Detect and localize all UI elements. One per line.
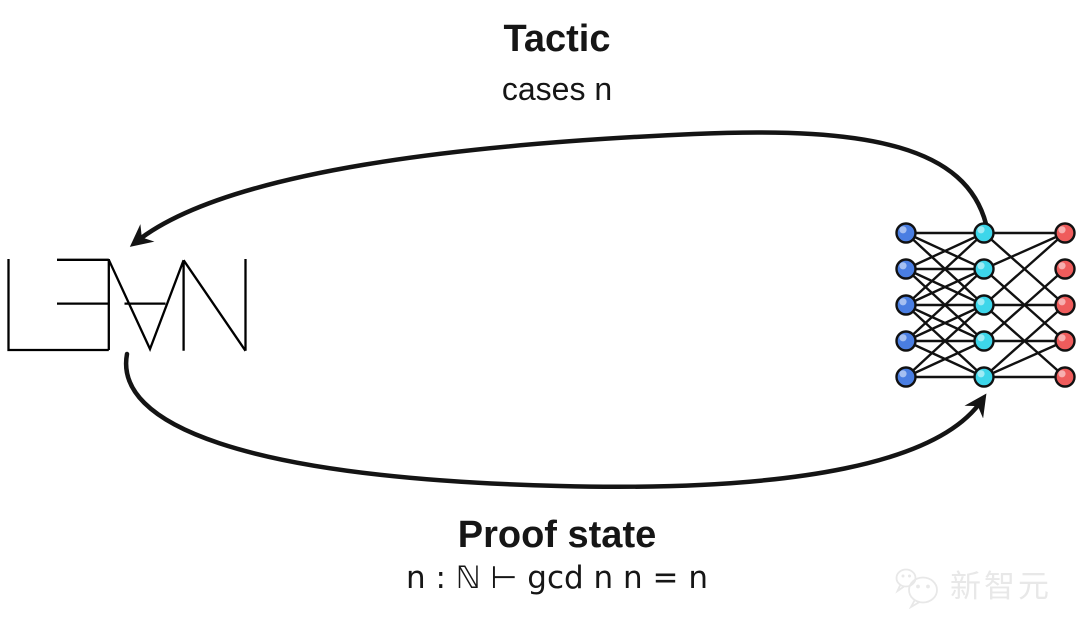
network-edge: [983, 231, 1066, 271]
node-highlight: [1058, 334, 1066, 342]
proof-state-title: Proof state: [457, 514, 657, 556]
node-highlight: [977, 334, 985, 342]
output-node: [1054, 258, 1076, 280]
network-edge: [905, 231, 985, 271]
network-edge: [905, 268, 985, 342]
node-highlight: [977, 370, 985, 378]
node-highlight: [977, 226, 985, 234]
lean-logo: [7, 258, 247, 352]
watermark-text: 新智元: [950, 569, 1052, 605]
proof-state-expression: n : ℕ ⊢ gcd n n = n: [405, 560, 709, 596]
neural-network-nodes: [895, 222, 1076, 388]
node-highlight: [1058, 298, 1066, 306]
tactic-command: cases n: [501, 71, 613, 107]
hidden-node: [973, 258, 995, 280]
network-edge: [983, 304, 1066, 378]
output-node: [1054, 294, 1076, 316]
network-edge: [905, 304, 985, 378]
network-edge: [983, 232, 1066, 306]
input-node: [895, 258, 917, 280]
node-highlight: [1058, 226, 1066, 234]
network-edge: [905, 339, 985, 379]
network-edge: [905, 303, 985, 343]
input-node: [895, 294, 917, 316]
wechat-icon: [895, 568, 938, 609]
output-node: [1054, 330, 1076, 352]
input-node: [895, 222, 917, 244]
hidden-node: [973, 294, 995, 316]
output-node: [1054, 366, 1076, 388]
network-edge: [905, 267, 985, 307]
output-node: [1054, 222, 1076, 244]
lean-logo-strokes: [7, 258, 247, 352]
watermark: 新智元: [893, 563, 1052, 611]
node-highlight: [899, 226, 907, 234]
network-edge: [983, 268, 1066, 342]
node-highlight: [899, 334, 907, 342]
node-highlight: [899, 370, 907, 378]
tactic-title: Tactic: [503, 18, 611, 60]
node-highlight: [977, 262, 985, 270]
input-node: [895, 366, 917, 388]
hidden-node: [973, 366, 995, 388]
node-highlight: [899, 298, 907, 306]
node-highlight: [1058, 370, 1066, 378]
tactic-arrow: [129, 130, 989, 247]
network-edge: [983, 339, 1066, 379]
neural-network-edges: [905, 231, 1066, 379]
node-highlight: [899, 262, 907, 270]
proof-state-arrow: [123, 351, 987, 489]
network-edge: [905, 232, 985, 306]
hidden-node: [973, 222, 995, 244]
node-highlight: [977, 298, 985, 306]
hidden-node: [973, 330, 995, 352]
node-highlight: [1058, 262, 1066, 270]
input-node: [895, 330, 917, 352]
